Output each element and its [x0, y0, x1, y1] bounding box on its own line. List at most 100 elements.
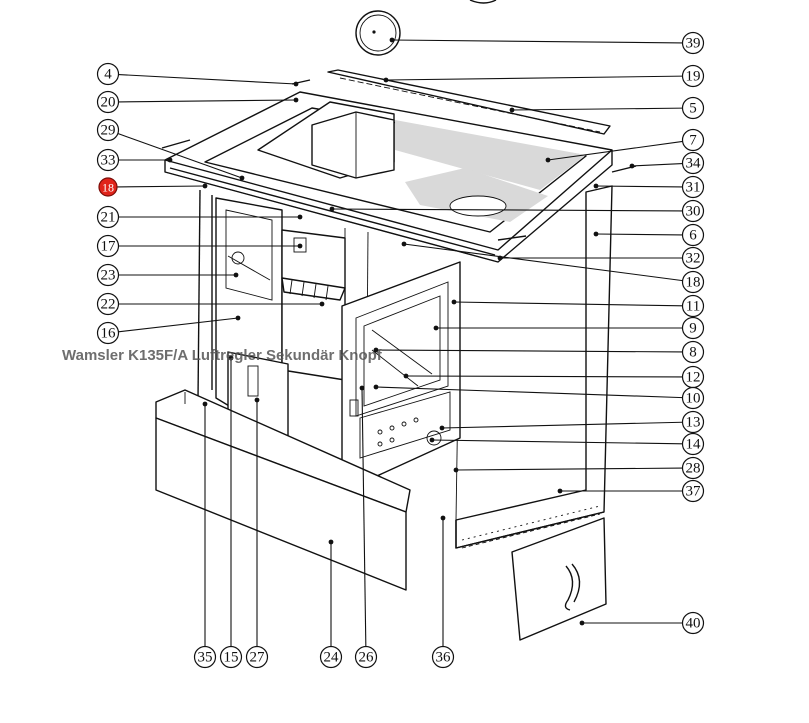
callout-anchor-18 — [401, 241, 407, 247]
callout-badge-16[interactable] — [96, 321, 120, 345]
callout-badge-11[interactable] — [681, 294, 705, 318]
callout-number-22: 22 — [101, 297, 116, 313]
callout-anchor-8 — [373, 347, 379, 353]
side-cover-panel — [511, 517, 607, 641]
callout-badge-34[interactable] — [681, 151, 705, 175]
callout-badge-10[interactable] — [681, 386, 705, 410]
callout-leader-10 — [375, 386, 683, 399]
callout-leader-28 — [455, 467, 683, 471]
callout-badge-20[interactable] — [96, 90, 120, 114]
cooktop-frame — [161, 69, 637, 263]
callout-anchor-21 — [297, 214, 303, 220]
callout-badge-39[interactable] — [681, 31, 705, 55]
callout-number-26: 26 — [359, 650, 375, 666]
callout-leader-14 — [431, 439, 683, 445]
callout-leader-20 — [118, 99, 297, 103]
callout-number-35: 35 — [198, 650, 213, 666]
callout-number-27: 27 — [250, 650, 266, 666]
callout-number-18: 18 — [102, 181, 114, 195]
callout-number-6: 6 — [689, 228, 697, 244]
callout-number-18: 18 — [686, 275, 701, 291]
callout-badge-21[interactable] — [96, 205, 120, 229]
callout-badge-8[interactable] — [681, 340, 705, 364]
callout-badge-22[interactable] — [96, 292, 120, 316]
callout-leader-34 — [631, 162, 683, 167]
callout-badge-15[interactable] — [219, 645, 243, 669]
callout-anchor-15 — [228, 355, 234, 361]
callout-badge-35[interactable] — [193, 645, 217, 669]
callout-number-37: 37 — [686, 484, 702, 500]
callout-leader-39 — [391, 39, 683, 44]
callout-badge-7[interactable] — [681, 128, 705, 152]
callout-badge-4[interactable] — [96, 62, 120, 86]
callout-badge-5[interactable] — [681, 96, 705, 120]
callout-number-14: 14 — [686, 437, 702, 453]
callout-leader-6 — [595, 233, 683, 236]
callout-leader-13 — [441, 421, 683, 429]
callout-number-9: 9 — [689, 321, 697, 337]
callout-anchor-18 — [202, 183, 208, 189]
callout-number-7: 7 — [689, 133, 697, 149]
callout-badge-14[interactable] — [681, 432, 705, 456]
callout-number-24: 24 — [324, 650, 340, 666]
callout-number-31: 31 — [686, 180, 701, 196]
callout-number-12: 12 — [686, 370, 701, 386]
callout-anchor-6 — [593, 231, 599, 237]
callout-number-36: 36 — [436, 650, 452, 666]
callout-badge-27[interactable] — [245, 645, 269, 669]
callout-anchor-31 — [593, 183, 599, 189]
callout-leader-11 — [453, 301, 683, 307]
callout-anchor-11 — [451, 299, 457, 305]
callout-badge-36[interactable] — [431, 645, 455, 669]
callout-badge-23[interactable] — [96, 263, 120, 287]
callout-badge-28[interactable] — [681, 456, 705, 480]
callout-anchor-29 — [239, 175, 245, 181]
callout-badge-26[interactable] — [354, 645, 378, 669]
callout-anchor-23 — [233, 272, 239, 278]
callout-anchor-33 — [167, 157, 173, 163]
callout-number-30: 30 — [686, 204, 701, 220]
storage-drawer — [155, 389, 411, 591]
callout-number-17: 17 — [101, 239, 117, 255]
callout-anchor-14 — [429, 437, 435, 443]
callout-badge-40[interactable] — [681, 611, 705, 635]
callout-number-20: 20 — [101, 95, 116, 111]
callout-badge-9[interactable] — [681, 316, 705, 340]
callout-leader-18 — [116, 185, 206, 188]
callout-leader-19 — [385, 75, 683, 81]
callout-badge-13[interactable] — [681, 410, 705, 434]
callout-leader-18 — [403, 243, 683, 282]
callout-anchor-24 — [328, 539, 334, 545]
offscreen-part-edge — [469, 0, 497, 4]
callout-badge-6[interactable] — [681, 223, 705, 247]
callout-anchor-35 — [202, 401, 208, 407]
callout-anchor-20 — [293, 97, 299, 103]
callout-badge-37[interactable] — [681, 479, 705, 503]
callout-badge-32[interactable] — [681, 246, 705, 270]
callout-badge-33[interactable] — [96, 148, 120, 172]
callout-anchor-13 — [439, 425, 445, 431]
callout-anchor-5 — [509, 107, 515, 113]
callout-anchor-12 — [403, 373, 409, 379]
callout-badge-18[interactable] — [681, 270, 705, 294]
callout-number-21: 21 — [101, 210, 116, 226]
callout-number-29: 29 — [101, 123, 116, 139]
callout-badge-18[interactable] — [98, 177, 118, 197]
callout-anchor-7 — [545, 157, 551, 163]
callout-number-10: 10 — [686, 391, 701, 407]
callout-leader-7 — [547, 140, 683, 161]
callout-badge-17[interactable] — [96, 234, 120, 258]
callout-anchor-17 — [297, 243, 303, 249]
callout-badge-31[interactable] — [681, 175, 705, 199]
callout-badge-19[interactable] — [681, 64, 705, 88]
callout-badge-30[interactable] — [681, 199, 705, 223]
callout-number-34: 34 — [686, 156, 702, 172]
callout-anchor-16 — [235, 315, 241, 321]
callout-number-4: 4 — [104, 67, 112, 83]
callout-leader-16 — [118, 317, 239, 333]
callout-badge-24[interactable] — [319, 645, 343, 669]
callout-leader-5 — [511, 107, 683, 111]
callout-leader-8 — [375, 349, 683, 353]
callout-badge-29[interactable] — [96, 118, 120, 142]
